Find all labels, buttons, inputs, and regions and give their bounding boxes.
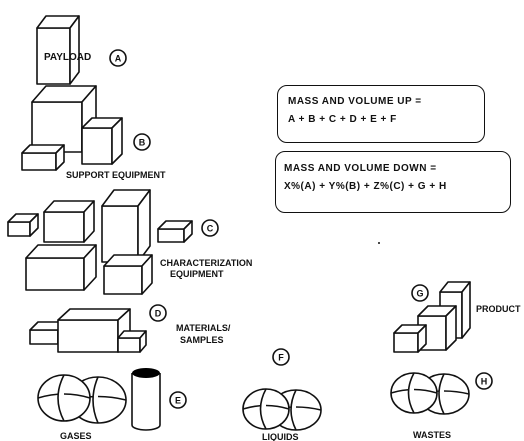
materials-right-box <box>117 330 147 353</box>
gas-cylinder <box>131 368 161 431</box>
payload-label: PAYLOAD <box>44 52 91 63</box>
svg-text:E: E <box>175 396 181 406</box>
char-right-small-box <box>157 220 193 243</box>
mass-volume-down-box: MASS AND VOLUME DOWN = X%(A) + Y%(B) + Z… <box>275 151 511 213</box>
marker-b: B <box>133 133 151 151</box>
svg-text:B: B <box>139 138 146 148</box>
char-medium-box <box>43 200 95 243</box>
wastes-spheres <box>390 372 470 415</box>
gases-spheres <box>37 374 127 424</box>
char-wide-box <box>25 244 97 291</box>
support-equipment-label: SUPPORT EQUIPMENT <box>66 170 166 180</box>
svg-text:D: D <box>155 309 162 319</box>
mass-volume-up-line2: A + B + C + D + E + F <box>288 114 397 125</box>
marker-f: F <box>272 348 290 366</box>
materials-center-box <box>57 308 131 353</box>
liquids-spheres <box>242 388 322 431</box>
characterization-label-line1: CHARACTERIZATION <box>160 258 252 268</box>
svg-text:G: G <box>416 289 423 299</box>
svg-text:H: H <box>481 377 488 387</box>
wastes-label: WASTES <box>413 430 451 440</box>
payload-box <box>36 15 80 85</box>
mass-volume-up-line1: MASS AND VOLUME UP = <box>288 96 422 107</box>
marker-a: A <box>109 49 127 67</box>
liquids-label: LIQUIDS <box>262 432 299 441</box>
marker-e: E <box>169 391 187 409</box>
product-label: PRODUCT <box>476 304 521 314</box>
gases-label: GASES <box>60 431 92 441</box>
stray-dot <box>378 242 380 244</box>
char-tall-box <box>101 189 151 263</box>
char-tiny-box <box>7 213 39 237</box>
mass-volume-up-box: MASS AND VOLUME UP = A + B + C + D + E +… <box>277 85 485 143</box>
svg-text:F: F <box>278 353 284 363</box>
marker-h: H <box>475 372 493 390</box>
product-low-box <box>393 324 427 353</box>
marker-d: D <box>149 304 167 322</box>
support-small-box <box>21 144 65 171</box>
marker-c: C <box>201 219 219 237</box>
materials-label-line1: MATERIALS/ <box>176 323 231 333</box>
characterization-label-line2: EQUIPMENT <box>170 269 224 279</box>
marker-g: G <box>411 284 429 302</box>
support-medium-box <box>81 117 123 165</box>
materials-label-line2: SAMPLES <box>180 335 224 345</box>
mass-volume-down-line1: MASS AND VOLUME DOWN = <box>284 163 437 174</box>
mass-volume-down-line2: X%(A) + Y%(B) + Z%(C) + G + H <box>284 181 447 192</box>
svg-text:C: C <box>207 224 214 234</box>
char-front-box <box>103 254 153 295</box>
svg-text:A: A <box>115 54 122 64</box>
